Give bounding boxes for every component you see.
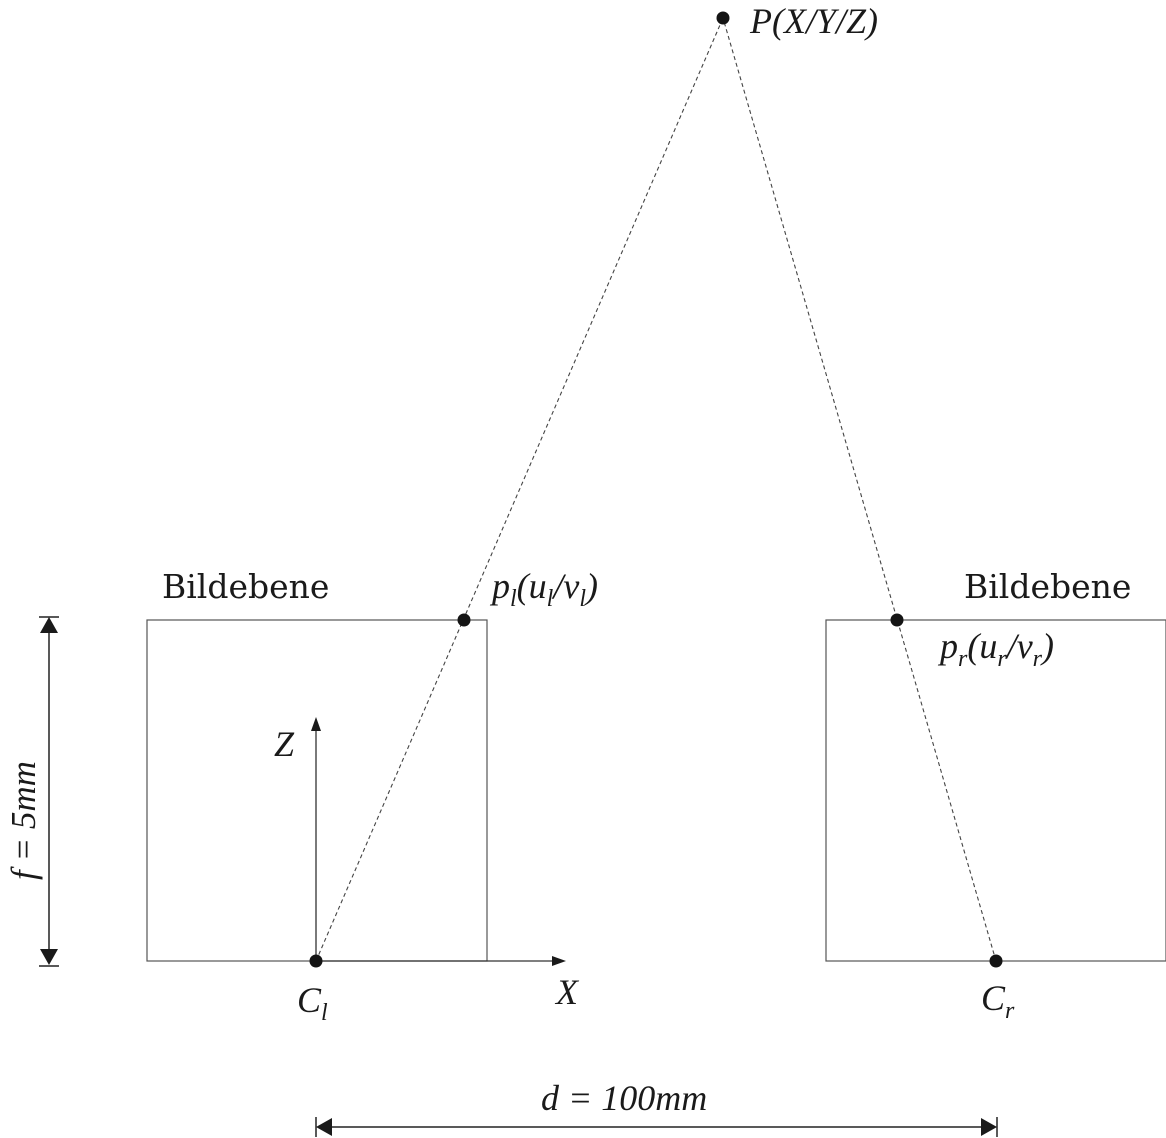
left-projection-ray	[315, 17, 724, 962]
right-image-plane	[825, 619, 1166, 962]
focal-length-bottom-arrow	[40, 949, 58, 965]
z-axis-label: Z	[274, 724, 295, 764]
point-P	[716, 11, 730, 25]
point-P-label: P(X/Y/Z)	[749, 1, 878, 41]
left-camera-center-label: Cl	[297, 980, 328, 1026]
baseline-right-arrow	[981, 1118, 997, 1136]
right-projection-ray	[722, 17, 997, 962]
focal-length-label: f = 5mm	[4, 761, 43, 880]
x-axis-arrowhead	[552, 956, 566, 966]
focal-length-top-arrow	[40, 617, 58, 633]
left-camera-center	[309, 954, 323, 968]
left-plane-label: Bildebene	[162, 567, 329, 606]
baseline-left-arrow	[316, 1118, 332, 1136]
right-camera-center	[989, 954, 1003, 968]
right-image-point	[890, 613, 904, 627]
z-axis-arrowhead	[311, 717, 321, 731]
right-image-point-label: pr(ur/vr)	[937, 626, 1054, 672]
right-plane-label: Bildebene	[964, 567, 1131, 606]
x-axis-label: X	[554, 972, 580, 1012]
left-image-plane	[146, 619, 488, 962]
left-image-point-label: pl(ul/vl)	[489, 566, 598, 612]
baseline-label: d = 100mm	[541, 1078, 707, 1118]
right-camera-center-label: Cr	[981, 978, 1015, 1024]
left-image-point	[457, 613, 471, 627]
